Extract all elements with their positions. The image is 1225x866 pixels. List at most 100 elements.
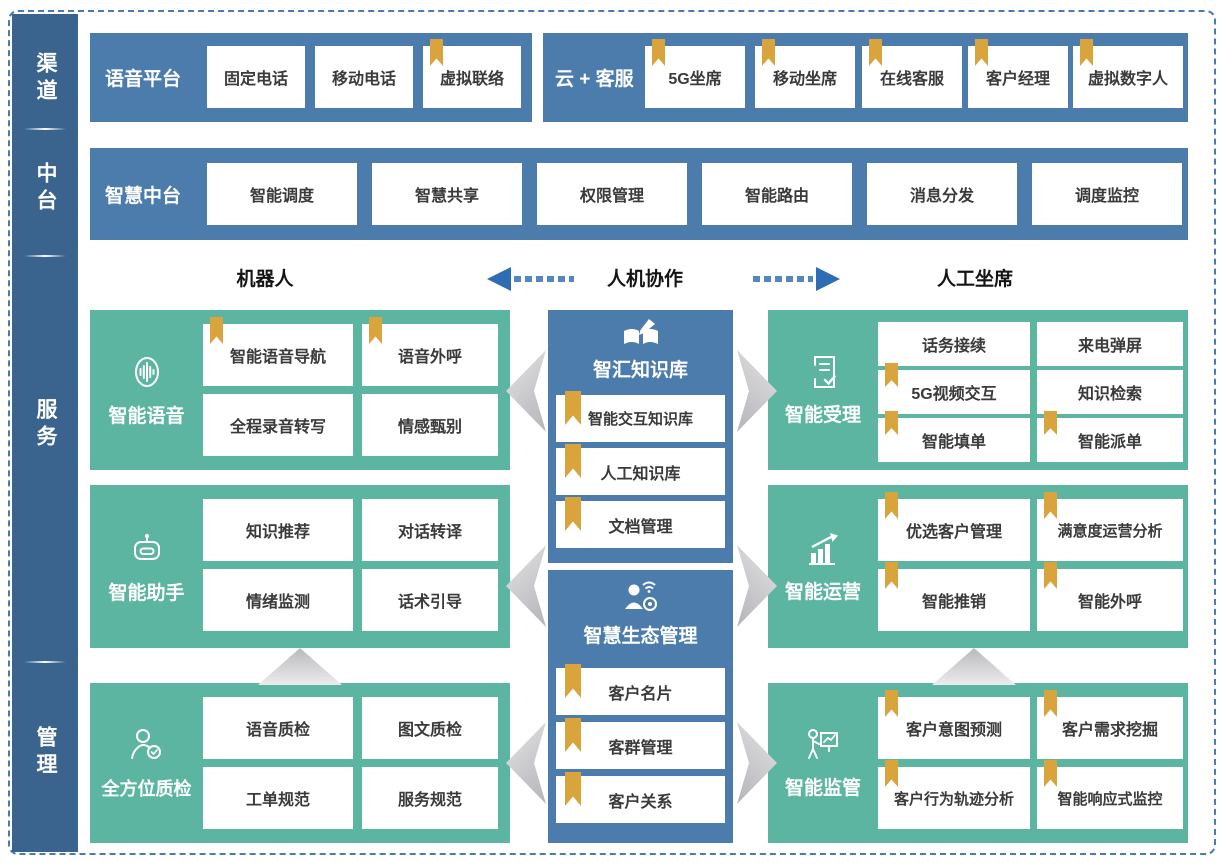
node-label: 话务接续 <box>921 338 986 355</box>
intelligent-acceptance-block: 智能受理 话务接续 来电弹屏 5G视频交互 知识检索 智能填单 智能派单 <box>768 310 1188 470</box>
node-label: 知识检索 <box>1077 386 1142 403</box>
node-label: 知识推荐 <box>245 524 310 541</box>
intelligent-voice-block: 智能语音 智能语音导航 语音外呼 全程录音转写 情感甄别 <box>90 310 510 470</box>
diagram-node: 情绪监测 <box>203 569 353 631</box>
node-label: 人工知识库 <box>600 465 681 483</box>
diagram-node: 智能填单 <box>878 411 1030 462</box>
bookmark-icon <box>885 363 898 387</box>
block-header: 智汇知识库 <box>548 318 733 382</box>
node-label: 智能路由 <box>744 188 809 205</box>
bookmark-icon <box>885 690 898 717</box>
knowledge-book-icon <box>623 319 658 344</box>
arrow-right-dash <box>753 276 813 282</box>
node-label: 5G视频交互 <box>911 386 997 403</box>
bookmark-icon <box>869 39 882 66</box>
bookmark-icon <box>1044 411 1057 435</box>
node-label: 工单规范 <box>245 792 310 809</box>
diagram-node: 权限管理 <box>537 163 687 225</box>
diagram-node: 语音外呼 <box>362 317 498 386</box>
diagram-node: 智能派单 <box>1037 411 1183 462</box>
diagram-node: 工单规范 <box>203 767 353 829</box>
diagram-node: 虚拟联络 <box>423 39 521 108</box>
diagram-node: 客户意图预测 <box>878 690 1030 759</box>
node-label: 满意度运营分析 <box>1057 522 1163 540</box>
quality-inspection-block: 全方位质检 语音质检 图文质检 工单规范 服务规范 <box>90 683 510 843</box>
diagram-node: 情感甄别 <box>362 394 498 456</box>
voice-icon <box>134 357 159 387</box>
diagram-node: 对话转译 <box>362 499 498 561</box>
diagram-node: 智能响应式监控 <box>1037 760 1183 829</box>
bookmark-icon <box>565 497 581 531</box>
diagram-node: 移动坐席 <box>755 39 855 108</box>
bookmark-icon <box>1080 39 1093 66</box>
node-label: 智能外呼 <box>1077 594 1142 611</box>
node-label: 智能填单 <box>921 434 986 451</box>
ecosystem-person-icon <box>624 581 657 611</box>
diagram-node: 5G视频交互 <box>878 363 1030 414</box>
column-header-collaboration: 人机协作 <box>606 269 683 290</box>
diagram-node: 人工知识库 <box>556 444 725 495</box>
node-label: 虚拟联络 <box>439 71 504 88</box>
diagram-node: 客群管理 <box>556 718 725 769</box>
diagram-node: 来电弹屏 <box>1037 322 1183 366</box>
sidebar-item-channel: 渠道 <box>34 52 57 106</box>
bookmark-icon <box>565 772 581 806</box>
sidebar-divider <box>24 255 66 257</box>
bookmark-icon <box>210 317 223 344</box>
node-label: 智能推销 <box>921 594 986 611</box>
node-label: 全程录音转写 <box>229 419 326 436</box>
diagram-node: 固定电话 <box>207 46 305 108</box>
node-label: 移动电话 <box>331 71 396 88</box>
diagram-node: 移动电话 <box>315 46 413 108</box>
bookmark-icon <box>885 760 898 787</box>
node-label: 调度监控 <box>1074 188 1139 205</box>
column-header-agent: 人工坐席 <box>936 269 1013 290</box>
node-label: 固定电话 <box>223 71 288 88</box>
arrow-left-icon <box>487 267 511 291</box>
bookmark-icon <box>1044 690 1057 717</box>
dashed-frame <box>8 10 1216 855</box>
block-title: 智能运营 <box>784 581 861 603</box>
ecosystem-management-block: 智慧生态管理 客户名片 客群管理 客户关系 <box>548 570 733 843</box>
diagram-node: 话术引导 <box>362 569 498 631</box>
diagram-node: 智慧共享 <box>372 163 522 225</box>
bookmark-icon <box>565 718 581 752</box>
bookmark-icon <box>762 39 775 66</box>
diagram-node: 智能调度 <box>207 163 357 225</box>
node-label: 语音外呼 <box>397 349 462 366</box>
diagram-node: 知识推荐 <box>203 499 353 561</box>
bookmark-icon <box>1044 562 1057 589</box>
block-title: 智能语音 <box>108 406 185 427</box>
sidebar-item-management: 管理 <box>34 726 57 780</box>
node-label: 情绪监测 <box>245 594 310 611</box>
block-title: 智慧生态管理 <box>583 626 698 647</box>
bookmark-icon <box>565 664 581 698</box>
node-label: 智能响应式监控 <box>1057 790 1163 808</box>
sidebar-item-service: 服务 <box>34 398 57 452</box>
block-label: 智能受理 <box>768 310 878 470</box>
block-title: 云 + 客服 <box>555 69 634 90</box>
diagram-node: 语音质检 <box>203 697 353 759</box>
supervision-icon <box>808 729 838 759</box>
sidebar-divider <box>24 661 66 663</box>
node-label: 情感甄别 <box>397 419 462 436</box>
block-label: 智能助手 <box>90 485 203 648</box>
block-title: 语音平台 <box>105 69 182 90</box>
node-label: 权限管理 <box>579 188 644 205</box>
block-title: 智能监管 <box>784 778 861 799</box>
node-label: 在线客服 <box>879 71 944 88</box>
diagram-node: 知识检索 <box>1037 370 1183 414</box>
diagram-node: 客户行为轨迹分析 <box>878 760 1030 829</box>
block-label: 智能语音 <box>90 310 203 470</box>
diagram-node: 全程录音转写 <box>203 394 353 456</box>
node-label: 消息分发 <box>909 188 974 205</box>
bookmark-icon <box>369 317 382 344</box>
diagram-node: 图文质检 <box>362 697 498 759</box>
diagram-node: 智能交互知识库 <box>556 391 725 442</box>
block-title: 智汇知识库 <box>592 360 688 381</box>
block-header: 智慧生态管理 <box>548 578 733 648</box>
diagram-node: 智能路由 <box>702 163 852 225</box>
diagram-node: 客户关系 <box>556 772 725 823</box>
node-label: 语音质检 <box>245 722 310 739</box>
robot-icon <box>133 533 160 560</box>
